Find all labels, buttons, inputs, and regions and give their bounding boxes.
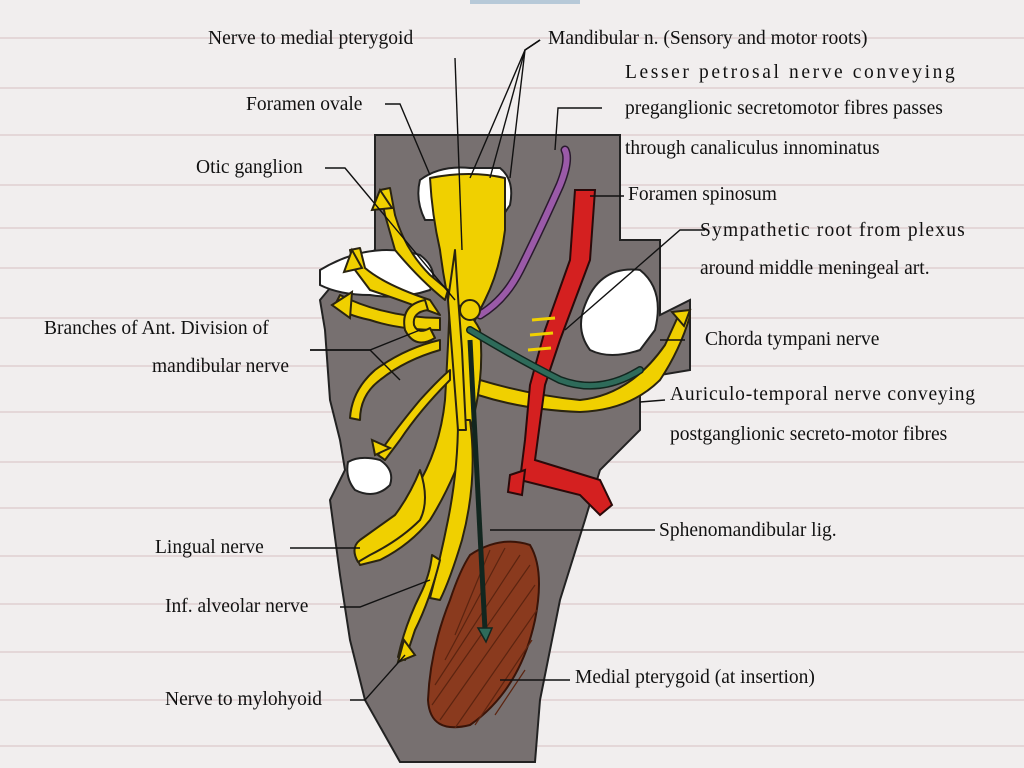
arrowhead-mylohyoid (396, 637, 417, 664)
label-nerve-to-mylohyoid: Nerve to mylohyoid (165, 689, 323, 710)
auriculotemporal-nerve (477, 311, 691, 413)
ant-division-branch-4 (349, 339, 441, 421)
nerve-to-medial-pterygoid (447, 249, 467, 431)
label-branches-1: Branches of Ant. Division of (44, 318, 269, 339)
label-foramen-spinosum: Foramen spinosum (628, 184, 777, 205)
middle-meningeal-artery (518, 189, 614, 517)
sympathetic-plexus (527, 316, 556, 352)
label-sphenomandibular-lig: Sphenomandibular lig. (659, 520, 837, 541)
lingual-nerve (353, 469, 426, 563)
label-medial-pterygoid: Medial pterygoid (at insertion) (575, 667, 815, 688)
leader-lines (290, 39, 705, 701)
label-sympathetic-1: Sympathetic root from plexus (700, 220, 966, 241)
label-lesser-petrosal-2: preganglionic secretomotor fibres passes (625, 98, 943, 119)
descending-trunk (355, 299, 483, 566)
otic-ganglion-body (459, 299, 481, 321)
label-foramen-ovale: Foramen ovale (246, 94, 363, 115)
label-inf-alveolar-nerve: Inf. alveolar nerve (165, 596, 309, 617)
arrowhead-up-2 (342, 247, 364, 274)
ant-division-branch-5 (377, 369, 451, 461)
label-nerve-to-medial-pterygoid: Nerve to medial pterygoid (208, 28, 414, 49)
ant-division-branch-2 (349, 247, 441, 316)
arrowhead-auriculo (670, 308, 692, 328)
descending-green-fibre (467, 339, 488, 631)
artery-stub (506, 468, 527, 497)
label-auriculo-temporal-1: Auriculo-temporal nerve conveying (670, 384, 976, 405)
label-otic-ganglion: Otic ganglion (196, 157, 303, 178)
label-branches-2: mandibular nerve (152, 356, 289, 377)
label-lesser-petrosal-1: Lesser petrosal nerve conveying (625, 62, 958, 83)
mylohyoid-nerve (397, 554, 441, 661)
label-mandibular-n: Mandibular n. (Sensory and motor roots) (548, 28, 868, 49)
label-lesser-petrosal-3: through canaliculus innominatus (625, 138, 880, 159)
arrowhead-down-left (370, 438, 393, 457)
label-lingual-nerve: Lingual nerve (155, 537, 264, 558)
green-arrowhead (476, 627, 494, 644)
inferior-alveolar-nerve (429, 419, 474, 601)
white-cavity-right (580, 268, 659, 356)
curl-branch (403, 299, 436, 344)
arrowhead-left (330, 290, 354, 320)
white-notch (346, 456, 393, 495)
label-chorda-tympani: Chorda tympani nerve (705, 329, 880, 350)
label-sympathetic-2: around middle meningeal art. (700, 258, 930, 279)
arrowhead-up-1 (370, 187, 394, 212)
label-auriculo-temporal-2: postganglionic secreto-motor fibres (670, 424, 948, 445)
